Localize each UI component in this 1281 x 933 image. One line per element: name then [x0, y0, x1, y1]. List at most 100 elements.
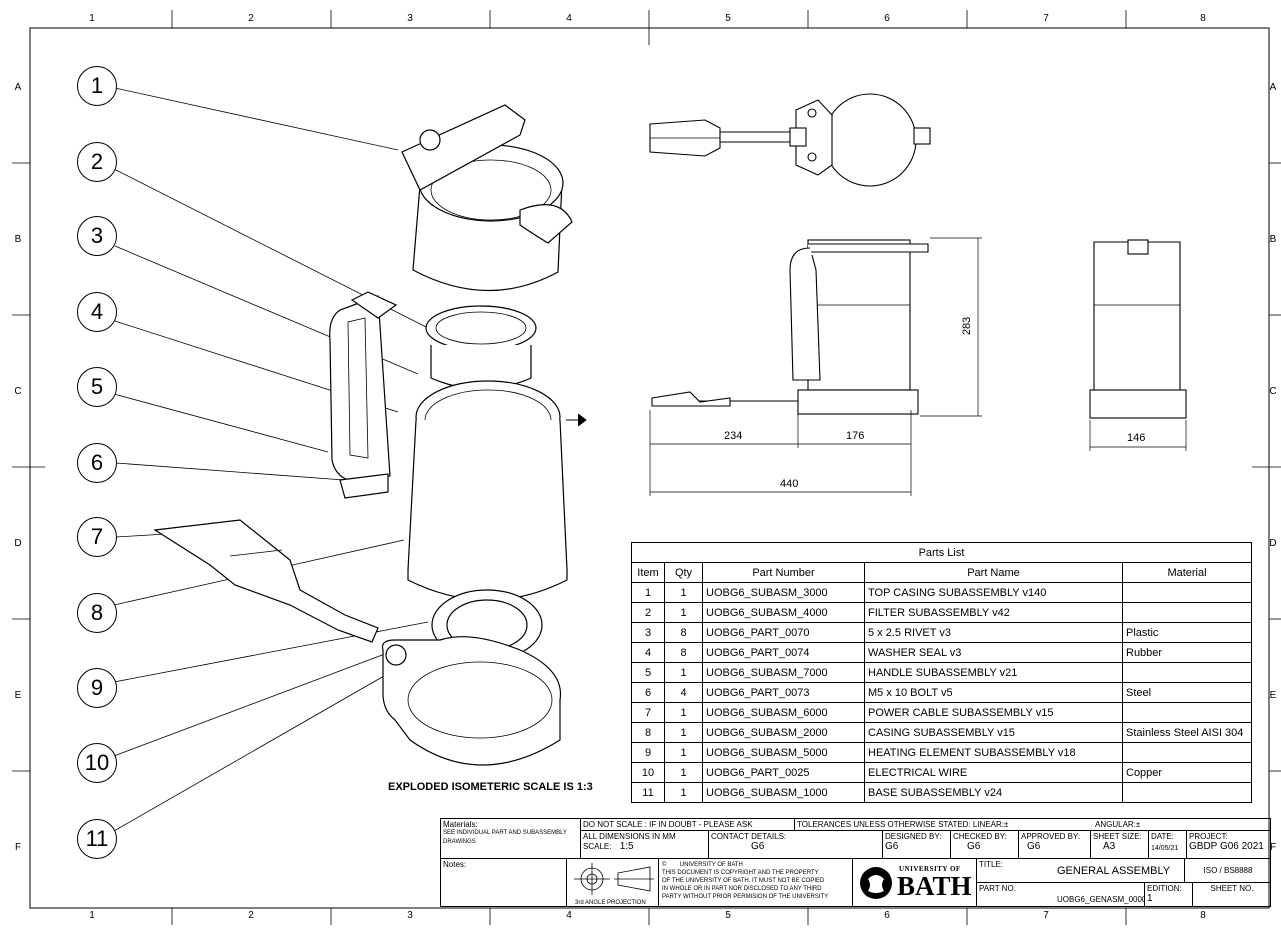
parts-list-header-row: Item Qty Part Number Part Name Material [631, 562, 1252, 583]
zone-row-A-right: A [1269, 82, 1277, 93]
copyright-line-3: OF THE UNIVERSITY OF BATH. IT MUST NOT B… [662, 878, 825, 884]
header-item: Item [631, 562, 665, 583]
zone-row-F-left: F [14, 842, 22, 853]
checked-by-label: CHECKED BY: [953, 832, 1007, 841]
copyright-cell: © UNIVERSITY OF BATH THIS DOCUMENT IS CO… [659, 859, 853, 907]
balloon-11: 11 [77, 819, 117, 859]
cell-qty: 1 [664, 762, 703, 783]
cell-item: 6 [631, 682, 665, 703]
tolerances-linear: TOLERANCES UNLESS OTHERWISE STATED: LINE… [797, 820, 1009, 829]
contact-value: G6 [751, 841, 765, 852]
dimension-body-width: 176 [846, 430, 865, 442]
cell-part-name: POWER CABLE SUBASSEMBLY v15 [864, 702, 1123, 723]
contact-label: CONTACT DETAILS: [711, 832, 787, 841]
balloon-4: 4 [77, 292, 117, 332]
cell-part-number: UOBG6_PART_0073 [702, 682, 865, 703]
zone-row-B-left: B [14, 234, 22, 245]
cell-qty: 1 [664, 722, 703, 743]
cell-part-name: M5 x 10 BOLT v5 [864, 682, 1123, 703]
balloon-6: 6 [77, 443, 117, 483]
cell-qty: 4 [664, 682, 703, 703]
cell-qty: 1 [664, 702, 703, 723]
cell-qty: 8 [664, 622, 703, 643]
cell-material [1122, 702, 1252, 723]
cell-part-name: ELECTRICAL WIRE [864, 762, 1123, 783]
cell-item: 3 [631, 622, 665, 643]
university-crest-icon [860, 867, 892, 899]
cell-material [1122, 662, 1252, 683]
dims-scale-cell: ALL DIMENSIONS IN MM SCALE: 1:5 [581, 831, 709, 859]
cell-part-number: UOBG6_PART_0074 [702, 642, 865, 663]
date-value: 14/05/21 [1151, 845, 1179, 852]
cell-part-number: UOBG6_SUBASM_5000 [702, 742, 865, 763]
header-material: Material [1122, 562, 1252, 583]
edition-cell: EDITION: 1 [1145, 883, 1193, 907]
balloon-7: 7 [77, 517, 117, 557]
balloon-3: 3 [77, 216, 117, 256]
zone-col-4-top: 4 [566, 13, 572, 24]
approved-by-label: APPROVED BY: [1021, 832, 1081, 841]
zone-col-3-top: 3 [407, 13, 413, 24]
dims-in-mm: ALL DIMENSIONS IN MM [583, 832, 676, 841]
cell-part-number: UOBG6_PART_0025 [702, 762, 865, 783]
zone-col-3-bottom: 3 [407, 910, 413, 921]
projection-cell: 3rd ANGLE PROJECTION [567, 859, 659, 907]
cell-part-name: WASHER SEAL v3 [864, 642, 1123, 663]
cell-part-name: CASING SUBASSEMBLY v15 [864, 722, 1123, 743]
materials-cell: Materials: SEE INDIVIDUAL PART AND SUBAS… [441, 819, 581, 859]
title-cell: TITLE: GENERAL ASSEMBLY [977, 859, 1185, 883]
cell-qty: 1 [664, 662, 703, 683]
checked-by-value: G6 [967, 841, 981, 852]
balloon-5: 5 [77, 367, 117, 407]
exploded-caption: EXPLODED ISOMETERIC SCALE IS 1:3 [388, 781, 593, 793]
cell-qty: 1 [664, 782, 703, 803]
cell-qty: 1 [664, 582, 703, 603]
designed-by-value: G6 [885, 841, 899, 852]
zone-row-E-right: E [1269, 690, 1277, 701]
designed-by-cell: DESIGNED BY: G6 [883, 831, 951, 859]
date-label: DATE: [1151, 832, 1174, 841]
cell-part-number: UOBG6_PART_0070 [702, 622, 865, 643]
cell-part-name: TOP CASING SUBASSEMBLY v140 [864, 582, 1123, 603]
zone-row-D-left: D [14, 538, 22, 549]
sheet-no-label: SHEET NO. [1210, 884, 1254, 893]
zone-col-6-top: 6 [884, 13, 890, 24]
parts-list-table: Parts List Item Qty Part Number Part Nam… [631, 542, 1252, 803]
approved-by-cell: APPROVED BY: G6 [1019, 831, 1091, 859]
dimension-depth: 146 [1127, 432, 1146, 444]
project-label: PROJECT: [1189, 832, 1228, 841]
zone-col-1-top: 1 [89, 13, 95, 24]
dimension-total-width: 440 [780, 478, 799, 490]
copyright-line-5: PARTY WITHOUT PRIOR PERMISION OF THE UNI… [662, 894, 829, 900]
cell-qty: 1 [664, 742, 703, 763]
do-not-scale-cell: DO NOT SCALE : IF IN DOUBT - PLEASE ASK [581, 819, 795, 831]
balloon-9: 9 [77, 668, 117, 708]
header-part-name: Part Name [864, 562, 1123, 583]
dimension-cable-length: 234 [724, 430, 743, 442]
cell-material [1122, 782, 1252, 803]
cell-part-number: UOBG6_SUBASM_2000 [702, 722, 865, 743]
projection-label: 3rd ANGLE PROJECTION [575, 900, 646, 906]
notes-label: Notes: [443, 860, 467, 869]
zone-row-D-right: D [1269, 538, 1277, 549]
zone-col-7-top: 7 [1043, 13, 1049, 24]
zone-row-B-right: B [1269, 234, 1277, 245]
copyright-line-1: © UNIVERSITY OF BATH [662, 862, 743, 868]
checked-by-cell: CHECKED BY: G6 [951, 831, 1019, 859]
title-value: GENERAL ASSEMBLY [1057, 865, 1171, 877]
cell-item: 4 [631, 642, 665, 663]
cell-material: Stainless Steel AISI 304 [1122, 722, 1252, 743]
balloon-2: 2 [77, 142, 117, 182]
notes-cell: Notes: [441, 859, 567, 907]
part-no-value: UOBG6_GENASM_0000 [1057, 895, 1145, 904]
cell-part-number: UOBG6_SUBASM_7000 [702, 662, 865, 683]
approved-by-value: G6 [1027, 841, 1041, 852]
cell-material [1122, 582, 1252, 603]
cell-item: 2 [631, 602, 665, 623]
zone-col-7-bottom: 7 [1043, 910, 1049, 921]
